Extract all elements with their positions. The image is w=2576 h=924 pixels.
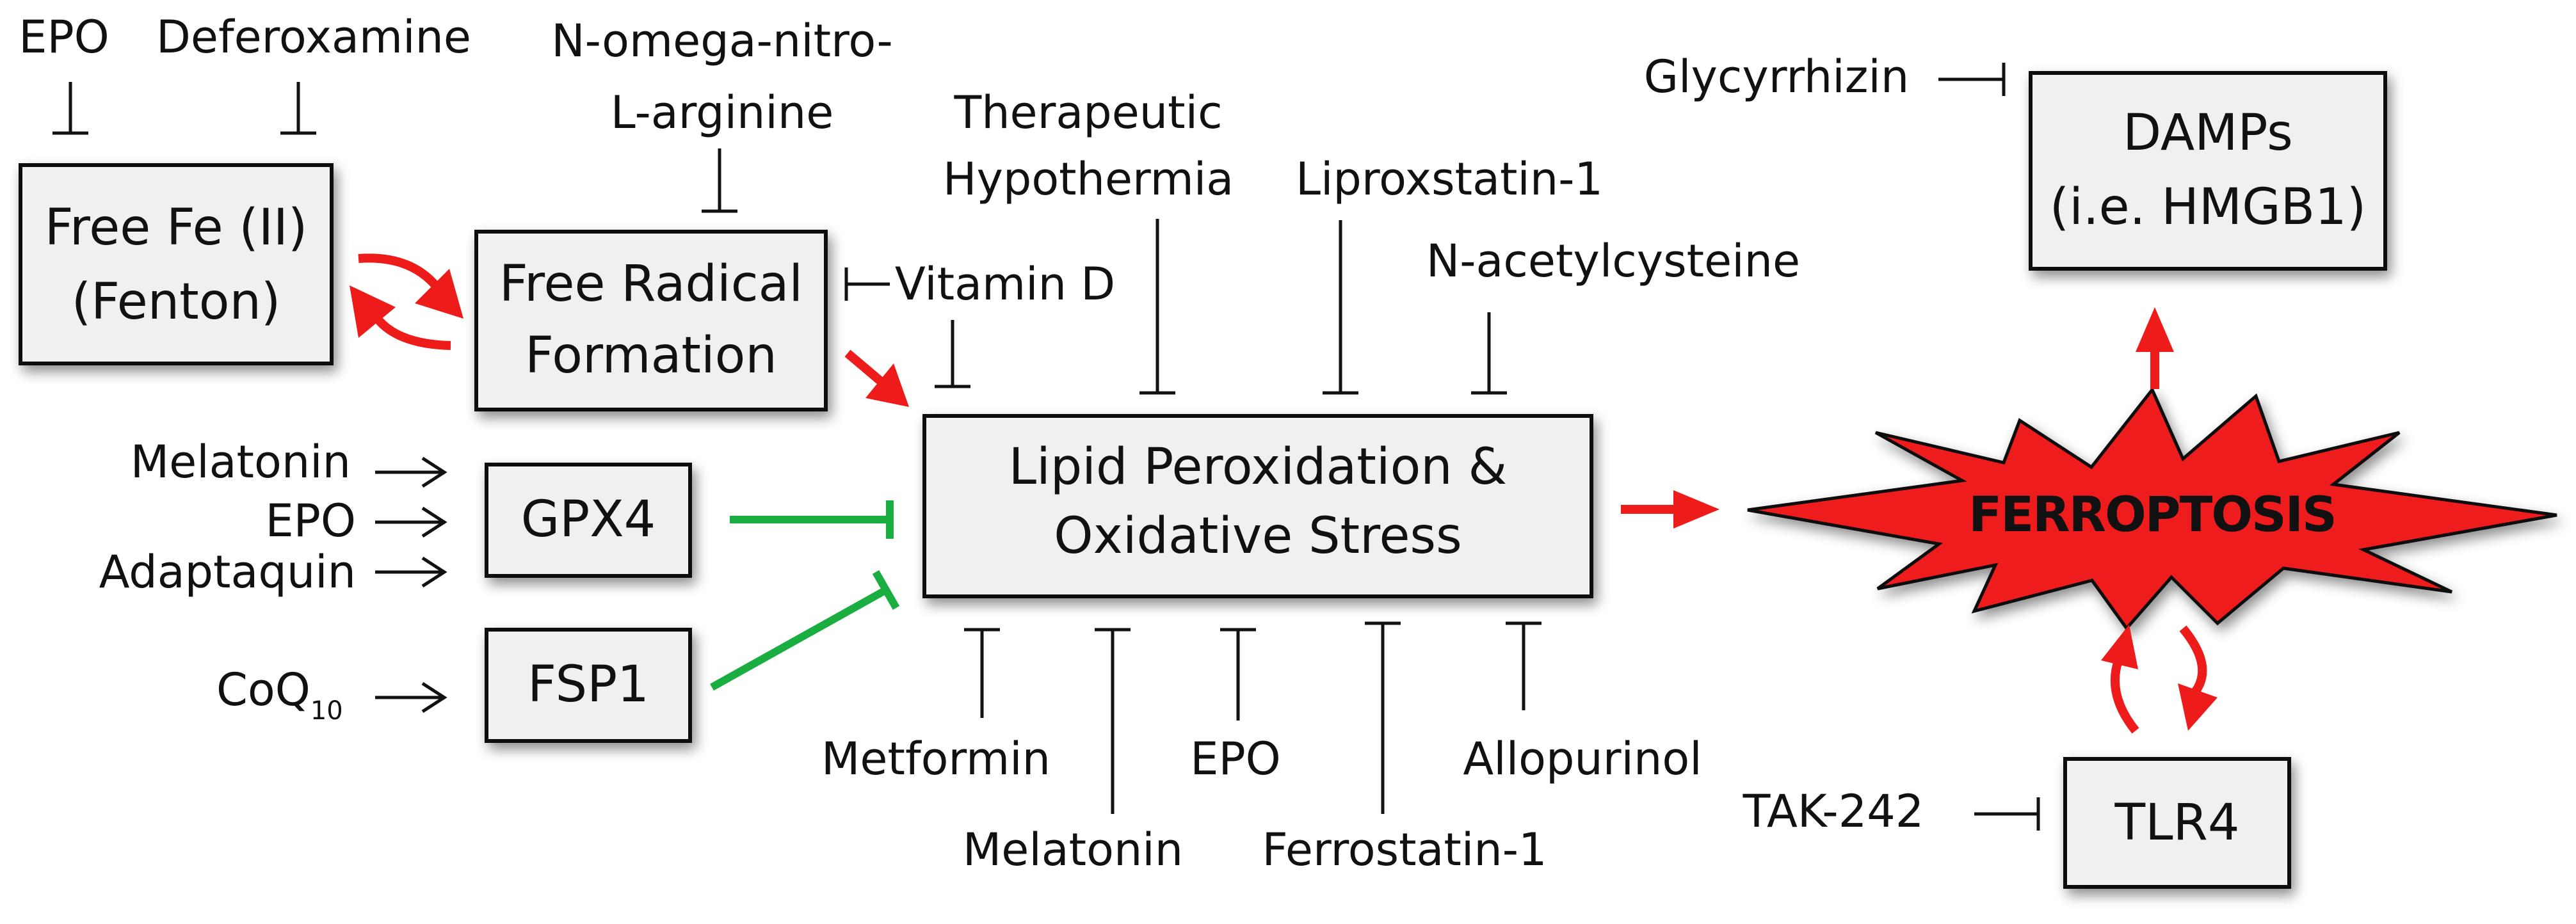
ferroptosis-to-tlr4-arrowhead — [2178, 683, 2218, 731]
hypothermia-label-line1: Therapeutic — [953, 86, 1222, 139]
nac-label: N-acetylcysteine — [1426, 235, 1800, 287]
epo-gpx-arrow — [375, 506, 447, 538]
deferoxamine-label: Deferoxamine — [156, 11, 471, 63]
fsp1-label: FSP1 — [527, 656, 649, 713]
gpx4-box — [485, 463, 692, 578]
melatonin-lp-label: Melatonin — [963, 824, 1183, 876]
nnitro-label-line2: L-arginine — [611, 86, 834, 139]
liproxstatin-inhibit-line — [1323, 220, 1358, 395]
epo-lp-inhibit-line — [1220, 628, 1256, 721]
metformin-inhibit-line — [964, 628, 1000, 718]
fsp1-box — [485, 628, 692, 743]
epo-fe-inhibit-line — [52, 82, 88, 135]
melatonin-lp-inhibit-line — [1095, 628, 1131, 814]
damps-box — [2029, 71, 2387, 271]
adaptaquin-label: Adaptaquin — [99, 546, 356, 598]
damps-label-line1: DAMPs — [2123, 104, 2293, 162]
lipid-peroxidation-label-line2: Oxidative Stress — [1054, 507, 1461, 565]
free-fe-box — [19, 163, 334, 365]
fsp1-inhibit-lipid-line — [710, 570, 900, 691]
radical-to-lipid-arrowhead — [865, 363, 909, 407]
vitamin-d-inhibit-lipid — [935, 320, 970, 388]
ferroptosis-starburst — [1747, 386, 2557, 632]
metformin-label: Metformin — [821, 733, 1051, 785]
epo-fe-label: EPO — [19, 11, 109, 63]
hypothermia-label-line2: Hypothermia — [943, 153, 1234, 205]
lipid-peroxidation-label-line1: Lipid Peroxidation & — [1009, 438, 1508, 496]
ferroptosis-to-damps-arrowhead — [2136, 307, 2174, 352]
free-radical-box — [474, 230, 828, 411]
lipid-peroxidation-box — [922, 414, 1593, 598]
coq-subscript: 10 — [310, 696, 343, 726]
epo-gpx-label: EPO — [265, 495, 356, 547]
tlr4-label: TLR4 — [2114, 794, 2240, 852]
tlr4-to-ferroptosis-arrowhead — [2101, 625, 2138, 669]
deferoxamine-inhibit-line — [280, 82, 316, 135]
radical-to-lipid-arrow-line — [844, 349, 884, 385]
adaptaquin-gpx-arrow — [375, 556, 447, 588]
tak242-inhibit-line — [1974, 797, 2040, 831]
ferroptosis-to-tlr4-arrow-curve — [2179, 625, 2207, 694]
ferrostatin-inhibit-line — [1365, 621, 1401, 814]
tlr4-box — [2063, 757, 2291, 889]
coq10-fsp1-arrow — [375, 681, 447, 713]
hypothermia-inhibit-line — [1139, 219, 1175, 395]
free-radical-label-line2: Formation — [525, 327, 777, 385]
allopurinol-label: Allopurinol — [1463, 733, 1702, 785]
free-fe-label-line2: (Fenton) — [72, 273, 281, 331]
radical-to-fe-arrow-curve — [373, 314, 451, 350]
ferroptosis-label: FERROPTOSIS — [1968, 486, 2335, 543]
nnitro-inhibit-line — [702, 148, 737, 213]
coq10-label: CoQ10 — [216, 664, 343, 726]
nac-inhibit-line — [1471, 312, 1507, 395]
nnitro-label-line1: N-omega-nitro- — [551, 15, 892, 67]
vitamin-d-inhibit-radical — [844, 267, 890, 301]
gpx4-inhibit-lipid-line — [730, 500, 894, 539]
glycyrrhizin-inhibit-line — [1938, 63, 2006, 96]
glycyrrhizin-label: Glycyrrhizin — [1644, 51, 1910, 103]
allopurinol-inhibit-line — [1506, 621, 1542, 710]
vitamin-d-label: Vitamin D — [895, 258, 1115, 310]
melatonin-gpx-label: Melatonin — [131, 436, 351, 488]
liproxstatin-label: Liproxstatin-1 — [1296, 153, 1603, 205]
free-fe-label-line1: Free Fe (II) — [45, 199, 308, 257]
free-radical-label-line1: Free Radical — [499, 255, 803, 313]
tak242-label: TAK-242 — [1743, 785, 1924, 838]
radical-to-fe-arrowhead — [350, 285, 396, 338]
ferrostatin-label: Ferrostatin-1 — [1262, 824, 1547, 876]
melatonin-gpx-arrow — [375, 456, 447, 488]
fe-to-radical-arrowhead — [415, 269, 463, 319]
coq-text: CoQ — [216, 664, 310, 716]
fe-to-radical-arrow-curve — [358, 253, 440, 290]
gpx4-label: GPX4 — [521, 491, 656, 548]
epo-lp-label: EPO — [1190, 733, 1281, 785]
damps-label-line2: (i.e. HMGB1) — [2050, 179, 2366, 236]
lipid-to-ferroptosis-arrowhead — [1673, 490, 1719, 529]
